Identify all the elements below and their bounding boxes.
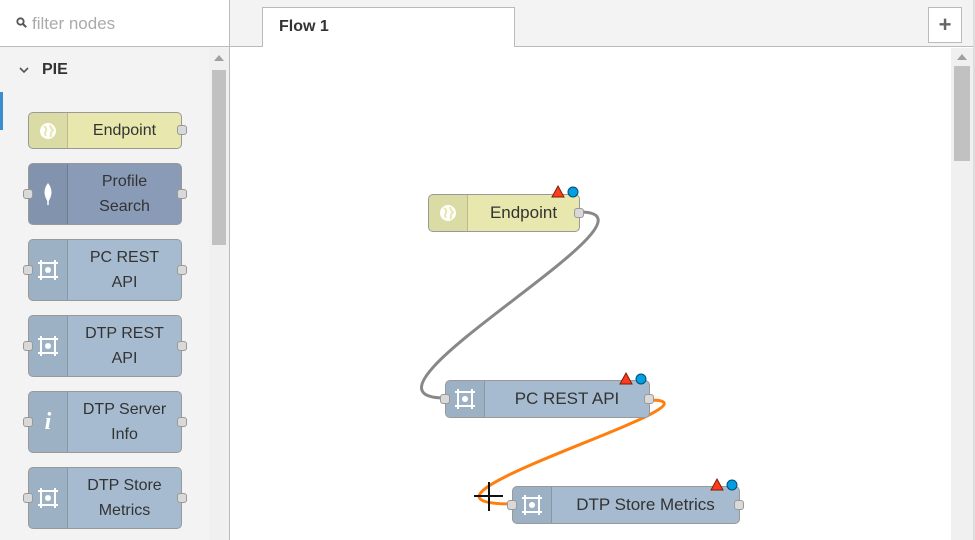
workspace-tabs-bar: Flow 1 + [230,0,975,47]
flow-node-label: Endpoint [489,203,558,222]
api-icon [446,381,485,417]
palette-node-pc-rest-api[interactable]: PC REST API [23,239,187,301]
info-icon: i [29,392,68,452]
globe-icon [29,113,68,148]
filter-bar [0,0,229,47]
api-icon [29,468,68,528]
palette-node-label: DTP Server Info [82,401,167,443]
output-port[interactable] [177,493,187,503]
node-status-endpoint [551,184,579,198]
warning-triangle-icon [551,184,565,198]
output-port[interactable] [177,265,187,275]
warning-triangle-icon [710,477,724,491]
input-port[interactable] [440,394,450,404]
palette-node-label: PC REST API [89,249,160,291]
input-port[interactable] [23,493,33,503]
scrollbar-thumb[interactable] [954,66,970,161]
input-port[interactable] [23,189,33,199]
input-port[interactable] [507,500,517,510]
palette-node-dtp-rest-api[interactable]: DTP REST API [23,315,187,377]
flow-canvas[interactable] [231,48,951,540]
filter-nodes-input[interactable] [32,11,212,37]
tab-flow-1[interactable]: Flow 1 [262,7,515,47]
node-status-pc-rest-api [619,371,647,385]
search-icon [16,17,27,28]
palette-node-label: Endpoint [92,122,157,139]
scrollbar-thumb[interactable] [212,70,226,245]
input-port[interactable] [23,265,33,275]
add-tab-button[interactable]: + [928,7,962,43]
palette-scrollbar[interactable] [209,48,229,540]
palette-sidebar: PIE Endpoint Profile Search PC REST API … [0,0,230,540]
globe-icon [429,195,468,231]
category-accent [0,92,3,130]
scroll-up-icon[interactable] [214,55,224,61]
output-port[interactable] [574,208,584,218]
scroll-up-icon[interactable] [957,54,967,60]
flow-node-label: DTP Store Metrics [576,495,715,514]
flow-node-pc-rest-api[interactable]: PC REST API [440,380,654,418]
node-status-dtp-store-metrics [710,477,738,491]
palette-node-dtp-server-info[interactable]: i DTP Server Info [23,391,187,453]
workspace-scrollbar[interactable] [951,48,973,540]
palette-node-label: Profile Search [99,173,150,215]
output-port[interactable] [177,417,187,427]
chevron-down-icon [19,67,29,74]
category-header-pie[interactable]: PIE [0,48,209,92]
leaf-icon [29,164,68,224]
output-port[interactable] [177,341,187,351]
warning-triangle-icon [619,371,633,385]
palette-node-label: DTP REST API [85,325,164,367]
output-port[interactable] [644,394,654,404]
window-edge [973,0,975,540]
output-port[interactable] [734,500,744,510]
output-port[interactable] [177,125,187,135]
palette-node-profile-search[interactable]: Profile Search [23,163,187,225]
flow-node-endpoint[interactable]: Endpoint [428,194,584,232]
palette-node-dtp-store-metrics[interactable]: DTP Store Metrics [23,467,187,529]
category-label: PIE [42,61,68,78]
flow-node-label: PC REST API [514,389,620,408]
output-port[interactable] [177,189,187,199]
info-dot-icon [635,373,647,385]
tab-label: Flow 1 [279,18,329,35]
api-icon [29,240,68,300]
api-icon [513,487,552,523]
input-port[interactable] [23,417,33,427]
flow-node-dtp-store-metrics[interactable]: DTP Store Metrics [507,486,744,524]
palette-node-endpoint[interactable]: Endpoint [28,112,187,149]
info-dot-icon [567,186,579,198]
info-dot-icon [726,479,738,491]
palette-node-label: DTP Store Metrics [87,477,162,519]
input-port[interactable] [23,341,33,351]
api-icon [29,316,68,376]
